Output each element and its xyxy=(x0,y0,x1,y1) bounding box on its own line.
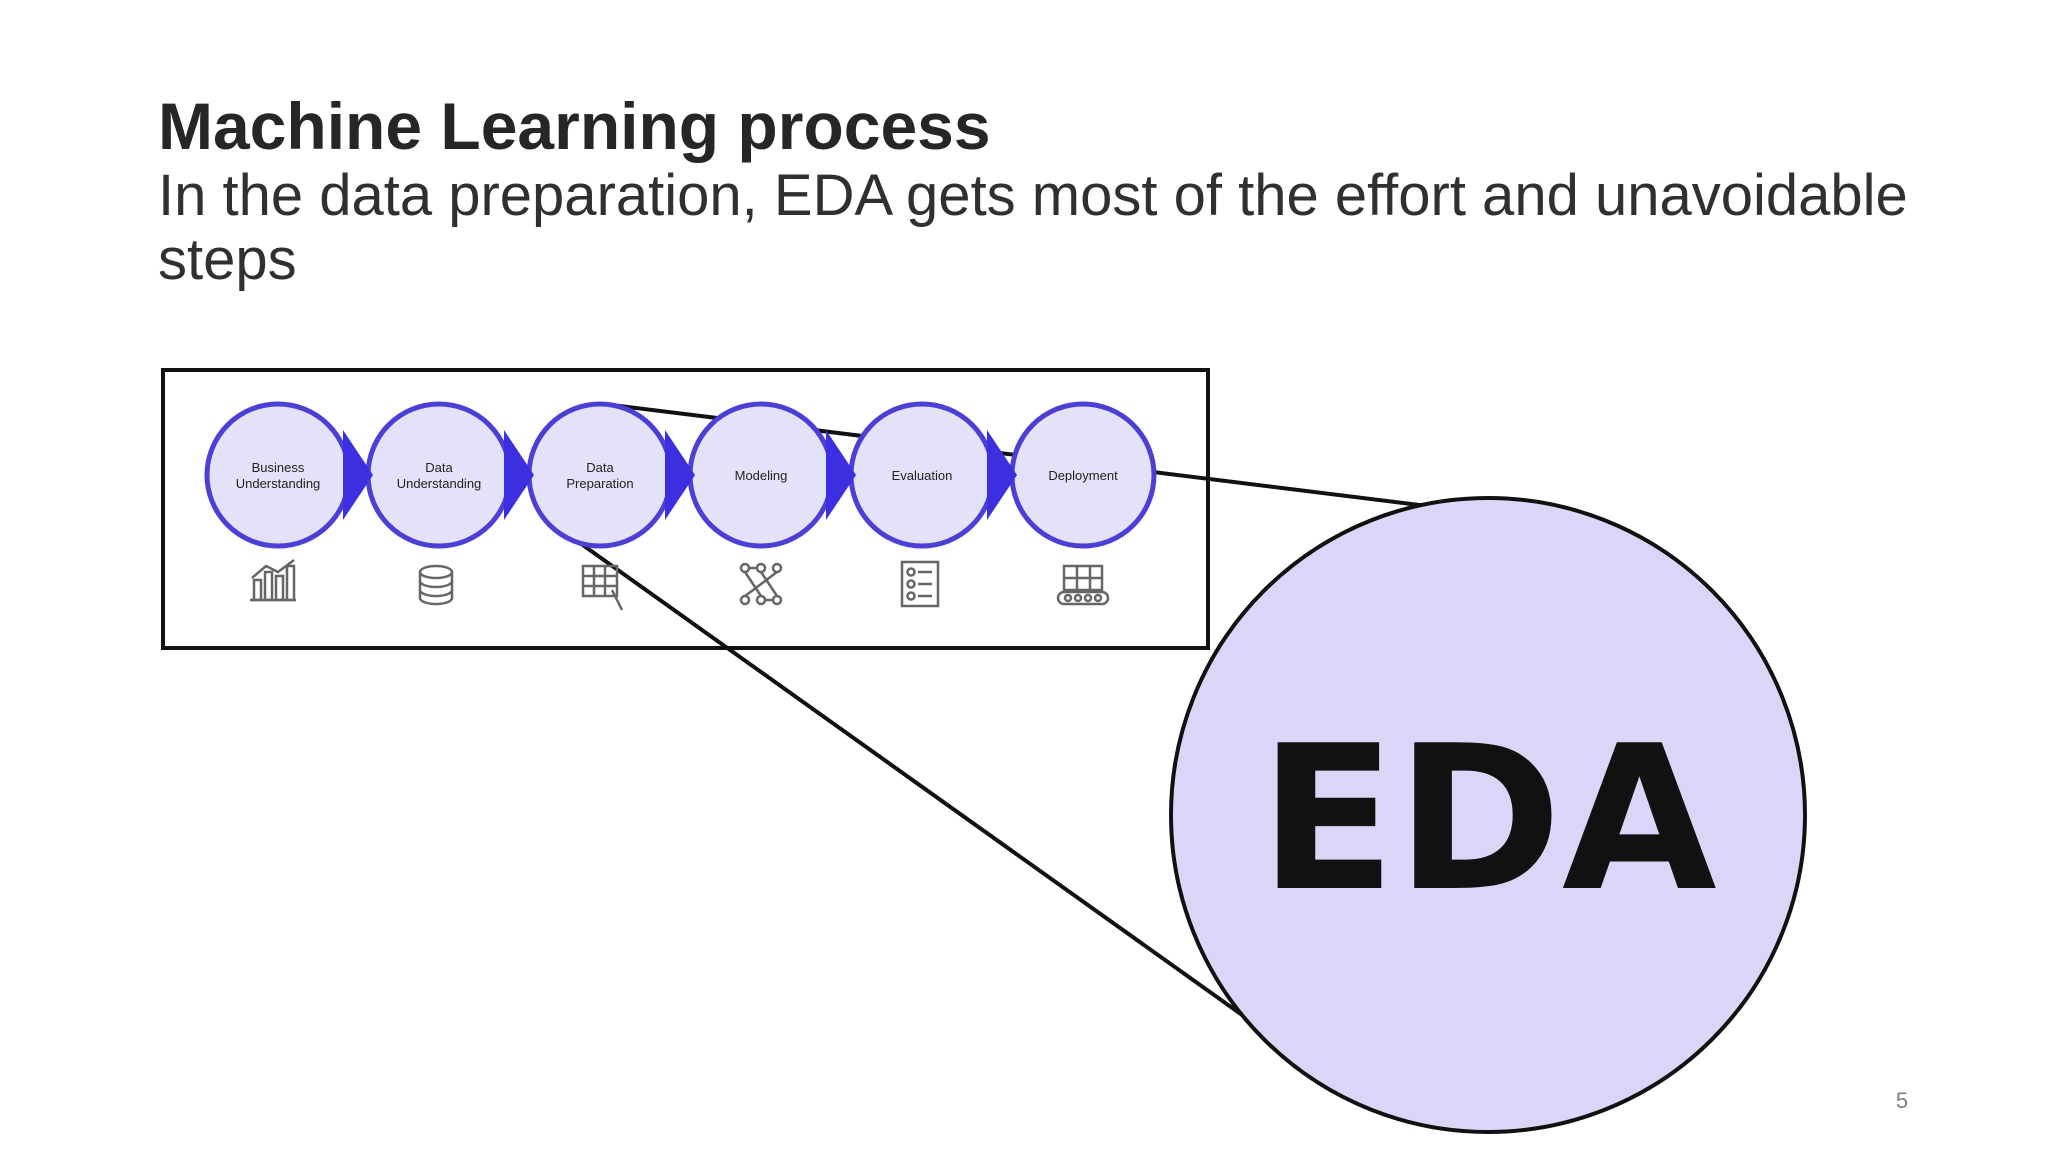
arrow-icon xyxy=(665,430,695,520)
step-icons xyxy=(250,559,1110,611)
step-label-modeling: Modeling xyxy=(735,468,788,483)
step-label-data-preparation-line1: Data xyxy=(586,460,614,475)
step-label-business-line2: Understanding xyxy=(236,476,321,491)
step-label-deployment: Deployment xyxy=(1048,468,1118,483)
arrow-icon xyxy=(343,430,373,520)
slide-subtitle: In the data preparation, EDA gets most o… xyxy=(158,163,1908,292)
arrow-icon xyxy=(987,430,1017,520)
zoom-line-bottom xyxy=(578,541,1254,1024)
step-circles xyxy=(204,401,1157,549)
step-label-data-understanding-line2: Understanding xyxy=(397,476,482,491)
step-label-evaluation: Evaluation xyxy=(892,468,953,483)
step-label-business-line1: Business xyxy=(252,460,305,475)
eda-label: EDA xyxy=(1259,703,1716,936)
database-icon xyxy=(418,564,454,606)
arrow-icon xyxy=(826,430,856,520)
network-icon xyxy=(739,562,783,606)
step-label-data-understanding-line1: Data xyxy=(425,460,453,475)
page-number: 5 xyxy=(1895,1088,1909,1113)
arrow-icon xyxy=(504,430,534,520)
bar-chart-icon xyxy=(250,559,296,602)
slide-title: Machine Learning process xyxy=(158,89,991,163)
step-circle-data-understanding xyxy=(365,401,513,549)
eda-zoom-circle xyxy=(1169,496,1807,1134)
step-label-data-preparation-line2: Preparation xyxy=(566,476,633,491)
step-circle-data-preparation xyxy=(526,401,674,549)
table-edit-icon xyxy=(581,564,624,611)
step-arrows xyxy=(343,430,1017,520)
step-circle-business-understanding xyxy=(204,401,352,549)
checklist-icon xyxy=(900,560,940,608)
conveyor-icon xyxy=(1056,564,1110,606)
